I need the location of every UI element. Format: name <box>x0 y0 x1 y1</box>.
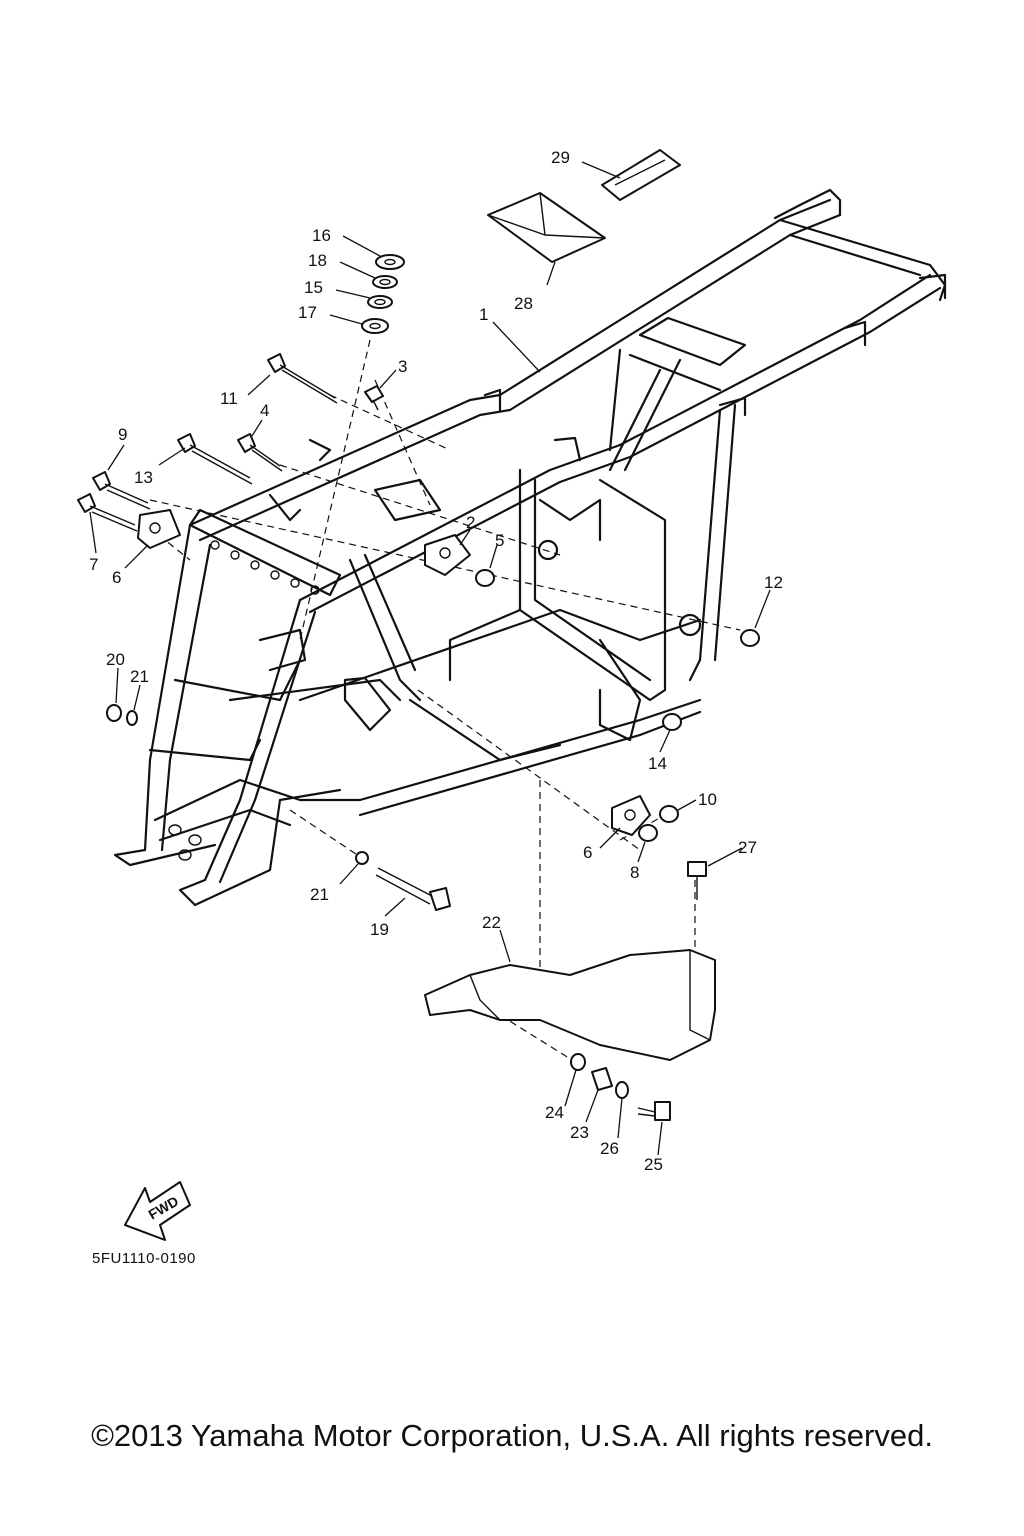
washer-26 <box>615 1081 629 1099</box>
callout-4: 4 <box>260 401 269 420</box>
callout-28: 28 <box>514 294 533 313</box>
callout-7: 7 <box>89 555 98 574</box>
callout-19: 19 <box>370 920 389 939</box>
diagram-code: 5FU1110-0190 <box>92 1250 196 1267</box>
callout-2: 2 <box>466 513 475 532</box>
bolt-11 <box>267 353 338 404</box>
callout-11: 11 <box>220 389 238 408</box>
callout-27: 27 <box>738 838 757 857</box>
callout-21-lower: 21 <box>310 885 329 904</box>
callout-3: 3 <box>398 357 407 376</box>
callout-6-rear: 6 <box>583 843 592 862</box>
callout-numbers: 1 2 3 4 5 6 6 7 8 9 10 11 12 13 14 15 16… <box>89 148 783 1174</box>
fasteners: FWD <box>77 149 760 1241</box>
nut-14 <box>662 713 682 731</box>
callout-21-front: 21 <box>130 667 149 686</box>
callout-26: 26 <box>600 1139 619 1158</box>
bushing-stack <box>361 254 405 334</box>
callout-25: 25 <box>644 1155 663 1174</box>
callout-10: 10 <box>698 790 717 809</box>
callout-16: 16 <box>312 226 331 245</box>
forward-arrow-icon: FWD <box>124 1181 191 1241</box>
engine-guard-22 <box>424 949 716 1061</box>
callout-24: 24 <box>545 1103 564 1122</box>
washer-21b <box>355 851 369 865</box>
main-frame <box>113 188 947 907</box>
bolt-3 <box>364 385 384 411</box>
bolt-7 <box>77 493 138 532</box>
bracket-6-front <box>137 509 181 549</box>
bracket-2 <box>424 534 471 576</box>
bolt-4 <box>237 433 283 472</box>
bracket-6-rear <box>611 795 651 836</box>
bolt-19 <box>375 867 451 911</box>
callout-29: 29 <box>551 148 570 167</box>
nut-12 <box>740 629 760 647</box>
callout-22: 22 <box>482 913 501 932</box>
washer-20 <box>106 704 122 722</box>
collar-23 <box>591 1067 613 1091</box>
callout-6-front: 6 <box>112 568 121 587</box>
leader-lines <box>89 161 771 1156</box>
tool-pouch-28 <box>487 192 606 263</box>
nut-10 <box>659 805 679 823</box>
callout-20: 20 <box>106 650 125 669</box>
washer-24 <box>570 1053 586 1071</box>
callout-8: 8 <box>630 863 639 882</box>
nut-5 <box>475 569 495 587</box>
callout-9: 9 <box>118 425 127 444</box>
bolt-25 <box>637 1101 671 1121</box>
callout-1: 1 <box>479 305 488 324</box>
washer-21a <box>126 710 138 726</box>
bolt-13 <box>177 433 253 485</box>
callout-17: 17 <box>298 303 317 322</box>
callout-14: 14 <box>648 754 667 773</box>
callout-12: 12 <box>764 573 783 592</box>
callout-23: 23 <box>570 1123 589 1142</box>
nut-8 <box>638 824 658 842</box>
callout-15: 15 <box>304 278 323 297</box>
copyright-notice: ©2013 Yamaha Motor Corporation, U.S.A. A… <box>91 1418 933 1453</box>
bolt-27 <box>687 861 707 900</box>
bolt-9 <box>92 471 151 510</box>
callout-18: 18 <box>308 251 327 270</box>
callout-13: 13 <box>134 468 153 487</box>
callout-5: 5 <box>495 531 504 550</box>
